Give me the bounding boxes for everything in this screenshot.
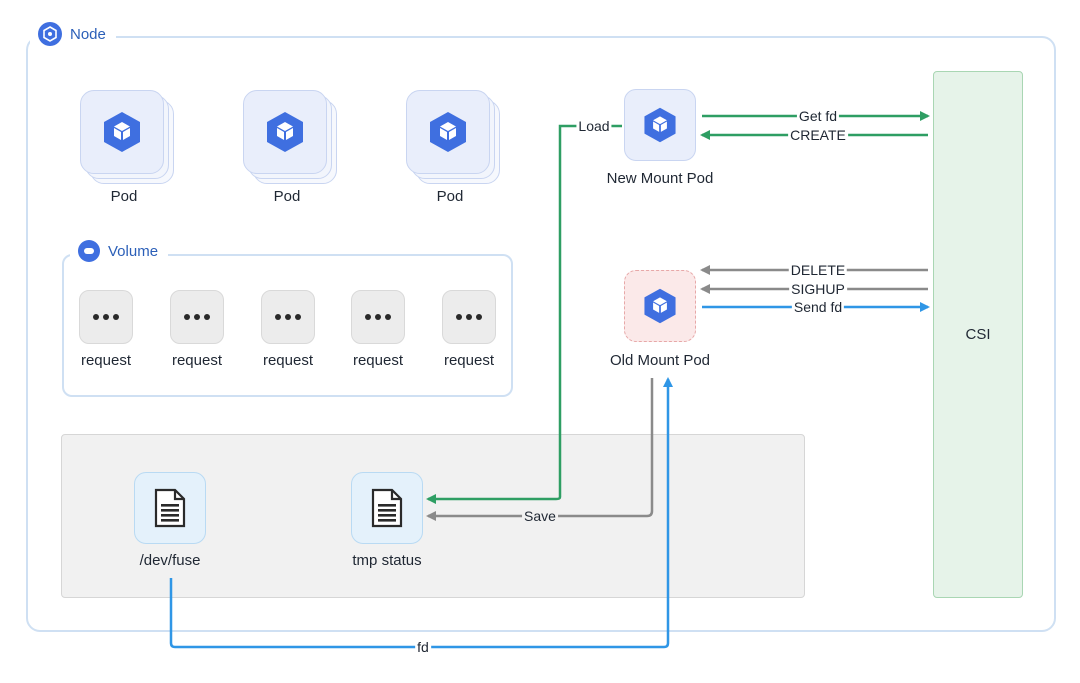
csi-box: CSI [933,71,1023,598]
volume-title-label: Volume [108,242,159,260]
get-fd-label: Get fd [796,108,840,124]
more-dots-icon [456,314,482,320]
document-icon [371,488,403,528]
sighup-label: SIGHUP [789,281,847,297]
tmp-status-label: tmp status [352,552,422,569]
csi-label: CSI [965,326,991,343]
load-arrow [426,124,622,504]
more-dots-icon [93,314,119,320]
request-tile-3 [261,290,315,344]
pod-3 [406,90,502,186]
save-arrow [426,378,654,521]
document-icon [154,488,186,528]
new-mount-pod [624,89,696,161]
cube-icon [644,288,676,324]
pod-3-label: Pod [436,188,464,205]
delete-label: DELETE [788,262,848,278]
volume-icon [78,240,100,262]
request-1-label: request [80,352,132,369]
more-dots-icon [275,314,301,320]
volume-title: Volume [70,240,169,262]
request-2-label: request [171,352,223,369]
pod-2 [243,90,339,186]
node-title: Node [30,22,116,46]
dev-fuse-tile [134,472,206,544]
request-tile-4 [351,290,405,344]
pod-1 [80,90,176,186]
request-tile-1 [79,290,133,344]
tmp-status-tile [351,472,423,544]
new-mount-pod-label: New Mount Pod [606,170,714,187]
cube-icon [243,90,327,174]
node-title-label: Node [70,25,106,43]
old-mount-pod [624,270,696,342]
cube-icon [406,90,490,174]
create-label: CREATE [788,127,848,143]
send-fd-label: Send fd [791,299,845,315]
fd-label: fd [415,639,431,655]
request-5-label: request [443,352,495,369]
pod-1-label: Pod [110,188,138,205]
cube-icon [644,107,676,143]
kubernetes-icon [38,22,62,46]
more-dots-icon [184,314,210,320]
volume-frame [62,254,513,397]
request-4-label: request [352,352,404,369]
dev-fuse-label: /dev/fuse [139,552,201,569]
request-3-label: request [262,352,314,369]
request-tile-5 [442,290,496,344]
save-label: Save [522,508,558,524]
more-dots-icon [365,314,391,320]
pod-2-label: Pod [273,188,301,205]
cube-icon [80,90,164,174]
node-frame [26,36,1056,632]
load-label: Load [576,118,612,134]
fd-arrow [169,377,673,649]
old-mount-pod-label: Old Mount Pod [609,352,711,369]
request-tile-2 [170,290,224,344]
